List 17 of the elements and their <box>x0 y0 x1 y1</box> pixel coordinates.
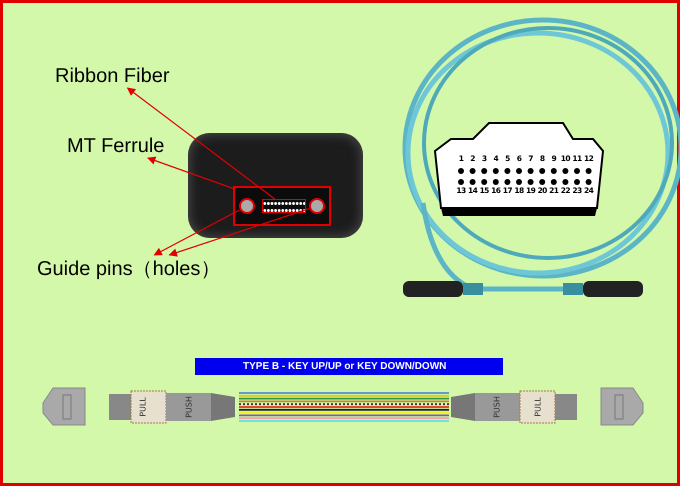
part-label: MT Ferrule <box>67 135 164 158</box>
leader-line <box>154 210 240 256</box>
connector-marking: PULL <box>138 397 148 417</box>
leader-line <box>168 208 310 257</box>
part-label: Guide pins（holes） <box>37 255 220 282</box>
banner-heading: TYPE B - KEY UP/UP or KEY DOWN/DOWN <box>195 358 503 375</box>
leader-line <box>126 88 276 200</box>
leader-line <box>147 156 234 190</box>
connector-photo <box>188 133 363 238</box>
guide-hole <box>239 198 255 214</box>
ferrule-outline <box>233 186 331 226</box>
connector-marking: PULL <box>534 397 542 417</box>
connector-marking: PUSH <box>184 396 194 418</box>
part-label: Ribbon Fiber <box>55 65 170 88</box>
connector-marking: PUSH <box>492 396 502 418</box>
fiber-row <box>262 199 306 213</box>
guide-hole <box>309 198 325 214</box>
